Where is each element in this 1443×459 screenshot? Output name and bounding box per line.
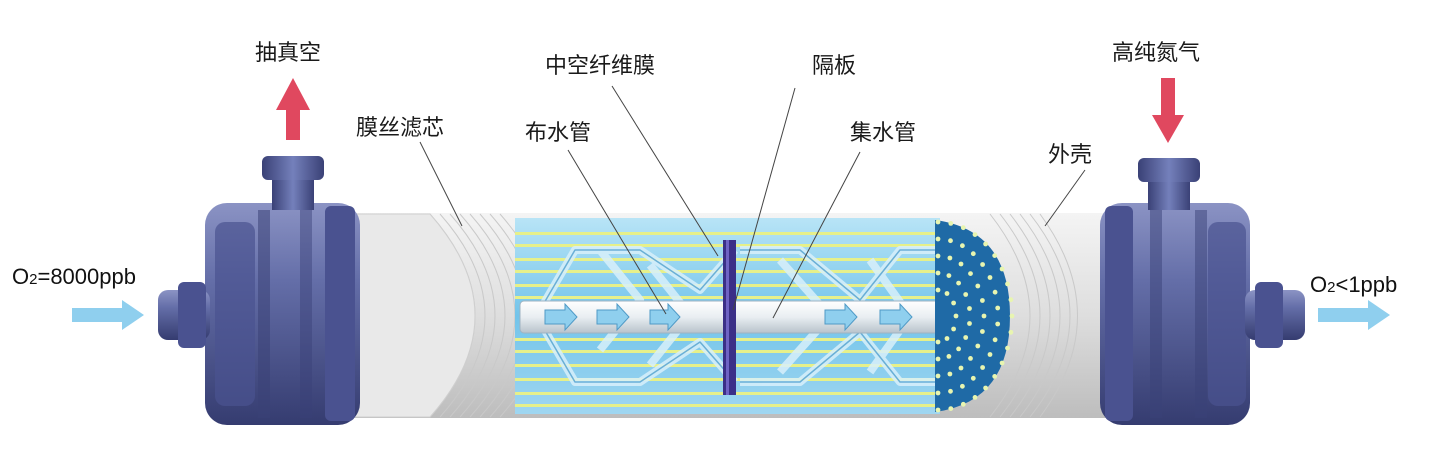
fiber-end-dot [975, 343, 981, 349]
nitrogen-arrow-down [1152, 78, 1184, 143]
fiber-end-dot [953, 313, 959, 319]
fiber-end-dot [935, 219, 941, 225]
fiber-end-dot [975, 283, 981, 289]
fiber-end-dot [968, 356, 973, 361]
fiber-end-dot [995, 305, 1001, 311]
fiber-end-dot [963, 335, 969, 340]
fiber-ends [935, 219, 1015, 413]
right-end-face [935, 220, 1010, 412]
fiber-end-dot [956, 280, 961, 286]
label-distributor-tube: 布水管 [525, 121, 591, 146]
fiber-end-dot [946, 354, 952, 359]
fiber-end-dot [960, 383, 965, 389]
fiber-end-dot [935, 407, 941, 413]
fiber-end-dot [983, 385, 988, 391]
fiber-end-dot [999, 266, 1005, 272]
inlet-concentration: O2=8000ppb [12, 264, 136, 289]
fiber-end-dot [948, 221, 954, 226]
label-collector-tube: 集水管 [850, 121, 916, 146]
fiber-end-dot [980, 298, 985, 303]
fiber-end-dot [946, 273, 952, 278]
label-baffle: 隔板 [812, 54, 856, 79]
fiber-end-dot [967, 321, 972, 326]
fiber-end-dot [1005, 281, 1010, 287]
fiber-end-dot [1008, 297, 1014, 303]
fiber-end-dot [987, 275, 993, 280]
fiber-end-dot [972, 232, 978, 238]
fiber-end-dot [951, 326, 956, 332]
fiber-end-dot [992, 374, 998, 379]
fiber-end-dot [968, 271, 973, 276]
vacuum-arrow-up [276, 78, 310, 140]
fiber-end-dot [970, 375, 976, 381]
fiber-end-dot [980, 329, 985, 334]
leader-lines [419, 85, 1086, 319]
fiber-end-dot [992, 253, 998, 258]
fiber-end-dot [987, 352, 993, 357]
fiber-end-dot [935, 236, 941, 242]
outlet-arrow [1318, 300, 1390, 330]
fiber-end-dot [981, 313, 987, 319]
fiber-end-dot [970, 251, 976, 257]
label-filter-core: 膜丝滤芯 [356, 116, 444, 141]
left-core-face [354, 213, 476, 418]
label-nitrogen: 高纯氮气 [1112, 41, 1200, 66]
fiber-end-dot [960, 401, 966, 407]
fiber-end-dot [992, 289, 998, 295]
baffle-highlight [726, 240, 729, 395]
fiber-end-dot [935, 390, 941, 396]
fiber-end-dot [948, 238, 953, 244]
tube-flow-arrows [544, 302, 913, 332]
outlet-concentration: O2<1ppb [1310, 272, 1397, 297]
fiber-end-dot [956, 346, 961, 352]
fiber-end-dot [995, 321, 1001, 327]
fiber-end-dot [944, 291, 950, 296]
label-hollow-fiber: 中空纤维膜 [545, 54, 655, 79]
right-end-cap [1100, 158, 1305, 425]
fiber-end-dot [1008, 329, 1014, 335]
fiber-end-dot [980, 262, 985, 267]
fiber-end-dot [947, 371, 953, 377]
fiber-end-dot [947, 255, 953, 261]
fiber-end-dot [958, 365, 964, 371]
fiber-line [515, 232, 940, 235]
fiber-end-dot [944, 336, 950, 341]
fiber-end-dot [963, 292, 969, 297]
fiber-end-dot [999, 360, 1005, 366]
fiber-end-dot [983, 241, 988, 247]
fiber-line [515, 404, 940, 407]
fiber-end-dot [967, 306, 972, 311]
fiber-end-dot [951, 300, 956, 306]
label-shell: 外壳 [1048, 143, 1092, 168]
fiber-end-dot [1005, 345, 1010, 351]
fiber-end-dot [935, 287, 941, 293]
fiber-end-dot [958, 261, 964, 267]
fiber-end-dot [935, 373, 941, 379]
fiber-end-dot [935, 270, 941, 276]
fiber-end-dot [960, 243, 965, 249]
fiber-end-dot [960, 225, 966, 231]
left-end-cap [158, 156, 360, 425]
fiber-end-dot [972, 395, 978, 400]
fiber-end-dot [1009, 313, 1015, 319]
fiber-end-dot [935, 339, 941, 345]
label-vacuum: 抽真空 [255, 41, 321, 66]
baffle [723, 240, 736, 395]
inlet-arrow [72, 300, 144, 330]
fiber-end-dot [948, 406, 954, 411]
filter-core-winding-right [989, 213, 1078, 418]
fiber-end-dot [980, 365, 985, 370]
fiber-end-dot [935, 356, 941, 362]
fiber-end-dot [992, 337, 998, 343]
fiber-end-dot [935, 253, 941, 259]
fiber-end-dot [948, 388, 953, 394]
